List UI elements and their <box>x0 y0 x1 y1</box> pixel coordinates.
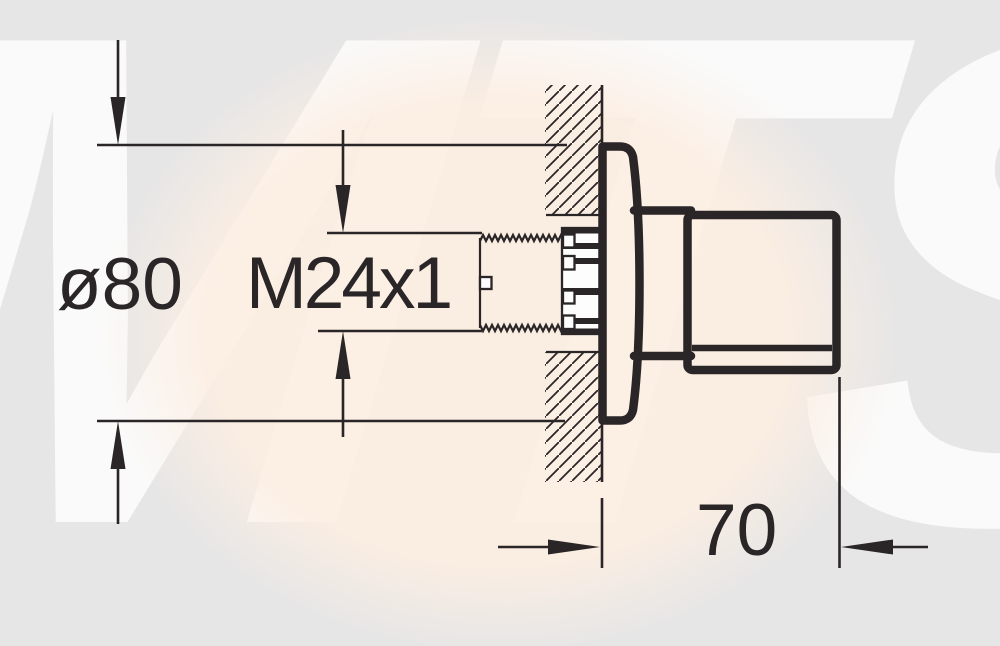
dim-flange-diameter: ø80 <box>57 40 567 524</box>
thread-crest-bottom <box>479 322 565 334</box>
arrowhead-up-icon <box>110 421 126 469</box>
bushing-tab <box>561 314 576 331</box>
wall-hatch-lower <box>545 352 602 482</box>
valve-body <box>629 206 841 375</box>
arrowhead-left-icon <box>841 539 893 555</box>
escutcheon-flange <box>598 142 644 425</box>
flange-diameter-label: ø80 <box>57 244 183 325</box>
depth-label: 70 <box>696 490 777 571</box>
bushing-tab <box>561 233 576 249</box>
threaded-pipe <box>478 232 565 334</box>
bushing-band <box>563 243 601 249</box>
body-block <box>683 210 841 375</box>
bushing-tab <box>561 289 576 305</box>
dim-depth-70: 70 <box>498 377 928 571</box>
wall-hatch-upper <box>545 85 602 215</box>
bushing-band <box>563 318 601 324</box>
mounting-bushing <box>560 226 603 336</box>
dim-thread-spec: M24x1 <box>246 130 482 437</box>
bushing-band <box>562 328 602 334</box>
arrowhead-right-icon <box>548 539 600 555</box>
thread-spec-label: M24x1 <box>246 243 451 324</box>
bushing-band <box>563 288 601 295</box>
pipe-slot-notch <box>478 275 493 291</box>
arrowhead-up-icon <box>335 331 351 379</box>
arrowhead-down-icon <box>335 185 351 233</box>
arrowhead-down-icon <box>110 97 126 145</box>
bushing-band <box>563 258 601 264</box>
thread-crest-top <box>479 232 565 244</box>
bushing-band <box>562 228 602 234</box>
bushing-tab <box>561 254 576 271</box>
